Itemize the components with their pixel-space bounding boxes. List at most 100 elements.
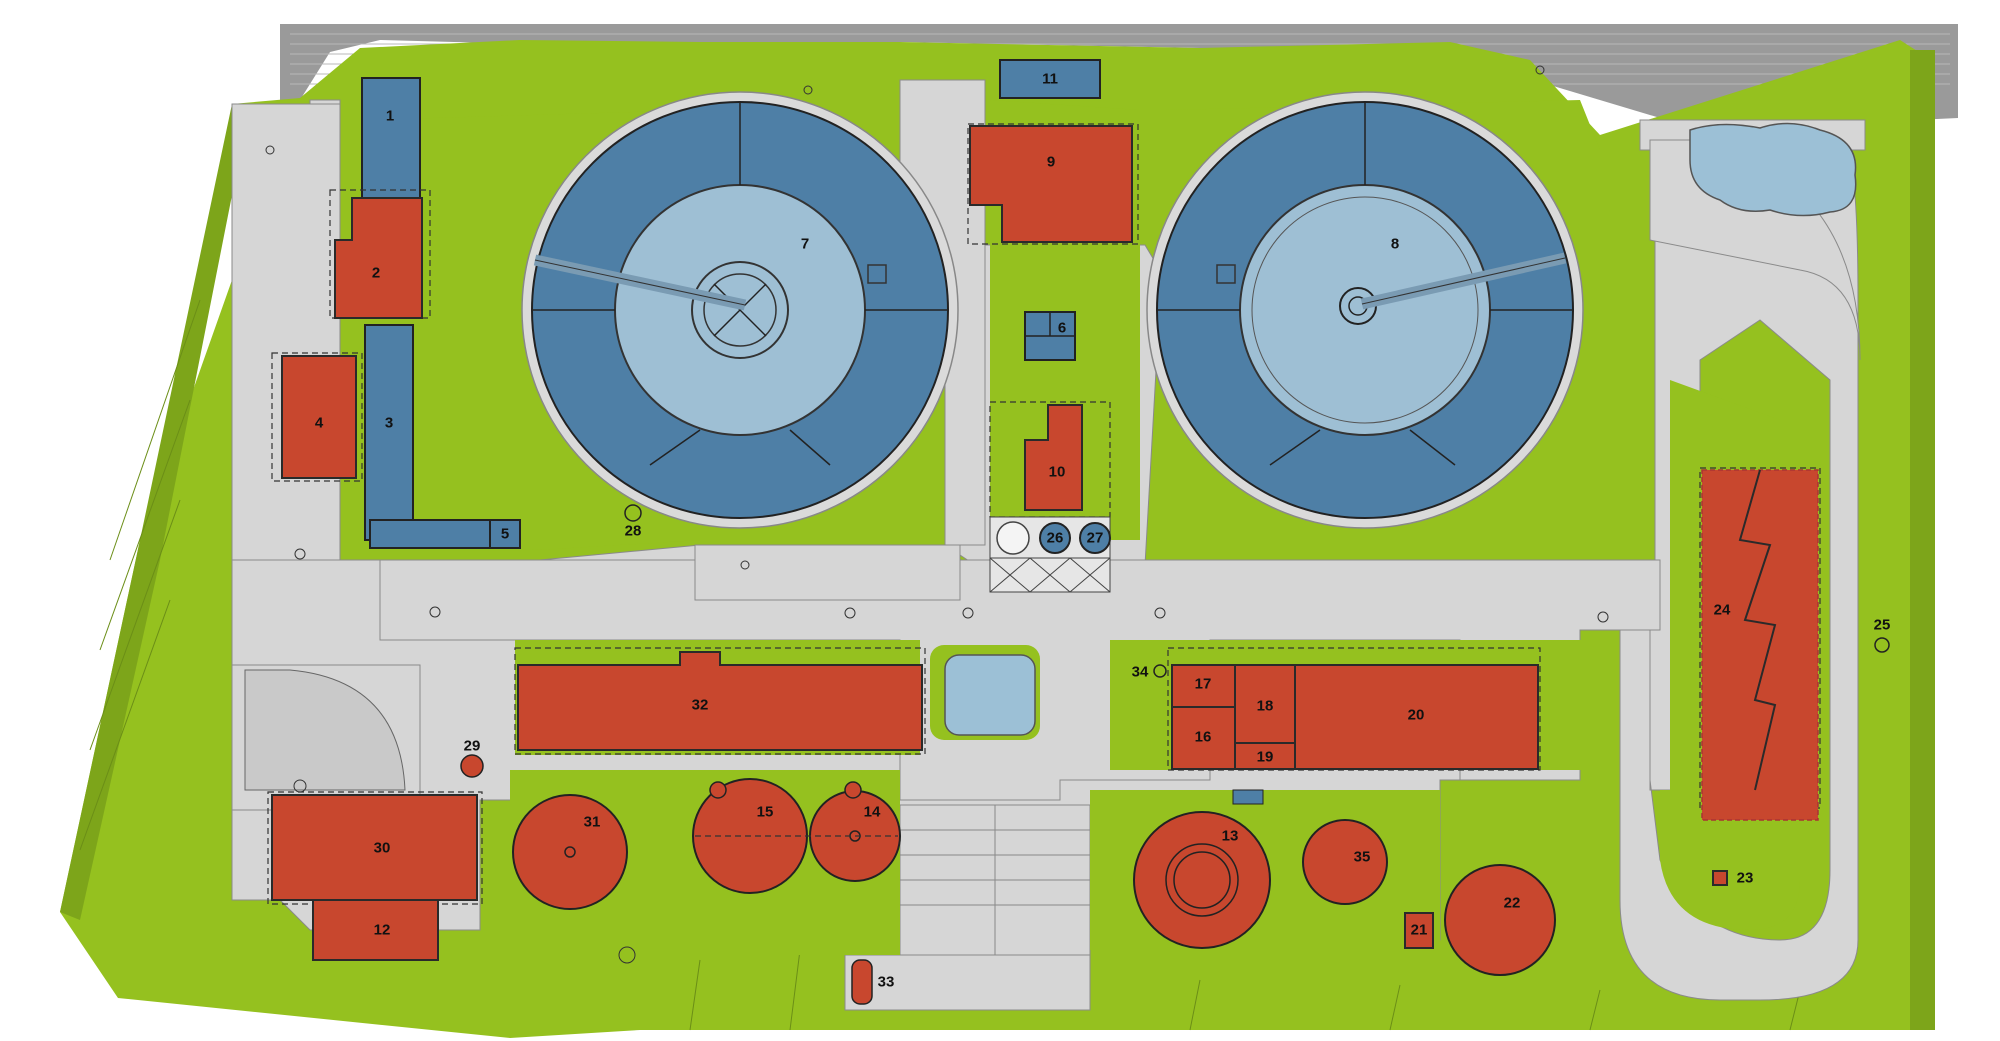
clarifier-7-hub-inner bbox=[703, 273, 777, 347]
boundary-strip bbox=[1910, 50, 1935, 1030]
clarifier-8-bridge-edge bbox=[1361, 257, 1566, 305]
tank-26[interactable] bbox=[1039, 522, 1071, 554]
label-26: 26 bbox=[1047, 530, 1064, 547]
label-6: 6 bbox=[1058, 320, 1066, 337]
label-20: 20 bbox=[1408, 707, 1425, 724]
tank-blank bbox=[996, 521, 1030, 555]
digester-31-hub bbox=[564, 846, 576, 858]
label-30: 30 bbox=[374, 840, 391, 857]
building-2[interactable] bbox=[334, 197, 423, 319]
clarifier-7-lines bbox=[532, 102, 948, 466]
label-19: 19 bbox=[1257, 749, 1274, 766]
building-4-outline bbox=[271, 352, 363, 482]
building-32-outline bbox=[514, 647, 926, 755]
label-18: 18 bbox=[1257, 698, 1274, 715]
building-24-roof-line bbox=[1738, 469, 1777, 791]
building-21[interactable] bbox=[1404, 912, 1434, 949]
clarifier-8-pump bbox=[1216, 264, 1236, 284]
road-33[interactable] bbox=[844, 954, 1091, 1011]
tank-29[interactable] bbox=[460, 754, 484, 778]
label-17: 17 bbox=[1195, 676, 1212, 693]
label-15: 15 bbox=[757, 804, 774, 821]
label-11: 11 bbox=[1042, 71, 1058, 88]
building-19[interactable] bbox=[1234, 742, 1296, 770]
label-3: 3 bbox=[385, 415, 393, 432]
label-31: 31 bbox=[584, 814, 601, 831]
building-24[interactable] bbox=[1701, 469, 1819, 821]
label-4: 4 bbox=[315, 415, 324, 432]
clarifier-8-lines bbox=[1157, 102, 1573, 466]
building-4[interactable] bbox=[281, 355, 357, 479]
equipment-13 bbox=[1232, 789, 1264, 805]
entrance-plaza[interactable] bbox=[231, 103, 341, 561]
boundary-hatching bbox=[79, 299, 1801, 1031]
label-16: 16 bbox=[1195, 729, 1212, 746]
label-32: 32 bbox=[692, 697, 709, 714]
label-1: 1 bbox=[386, 108, 394, 125]
label-35: 35 bbox=[1354, 849, 1371, 866]
tank-27[interactable] bbox=[1079, 522, 1111, 554]
digester-13-ring bbox=[1165, 843, 1239, 917]
tank-22[interactable] bbox=[1444, 864, 1556, 976]
label-21: 21 bbox=[1411, 922, 1428, 939]
grass-loop-23 bbox=[1660, 790, 1800, 930]
label-28: 28 bbox=[625, 523, 642, 540]
label-34: 34 bbox=[1132, 664, 1149, 681]
digester-31[interactable] bbox=[512, 794, 628, 910]
building-10[interactable] bbox=[1024, 404, 1083, 511]
pond-north-east[interactable] bbox=[1689, 122, 1857, 217]
building-12[interactable] bbox=[312, 899, 439, 961]
left-boundary-strip bbox=[60, 104, 250, 920]
digester-14-cap bbox=[844, 781, 862, 799]
basin-11[interactable] bbox=[999, 59, 1101, 99]
chem-area-crosses bbox=[989, 557, 1111, 593]
label-24: 24 bbox=[1714, 602, 1731, 619]
label-9: 9 bbox=[1047, 154, 1055, 171]
road-north-7[interactable] bbox=[694, 544, 961, 601]
clarifier-7-bridge-edge bbox=[534, 259, 746, 306]
channel-1[interactable] bbox=[361, 77, 421, 199]
tank-35[interactable] bbox=[1302, 819, 1388, 905]
label-22: 22 bbox=[1504, 895, 1521, 912]
tank-5[interactable] bbox=[489, 519, 521, 549]
clarifier-8-inner-ring bbox=[1251, 196, 1479, 424]
building-9-outline bbox=[967, 123, 1139, 245]
building-23[interactable] bbox=[1712, 870, 1728, 886]
building-9[interactable] bbox=[969, 125, 1133, 243]
label-2: 2 bbox=[372, 265, 380, 282]
manhole-25 bbox=[1874, 637, 1890, 653]
label-33: 33 bbox=[878, 974, 895, 991]
building-16[interactable] bbox=[1171, 706, 1236, 770]
label-5: 5 bbox=[501, 526, 509, 543]
tank-33[interactable] bbox=[851, 959, 873, 1005]
manhole-28 bbox=[624, 504, 642, 522]
digester-15-cap bbox=[709, 781, 727, 799]
building-32[interactable] bbox=[517, 651, 923, 751]
manholes bbox=[265, 65, 1609, 964]
pond-center[interactable] bbox=[944, 654, 1036, 736]
channel-3[interactable] bbox=[364, 324, 414, 541]
label-8: 8 bbox=[1391, 236, 1399, 253]
building-20[interactable] bbox=[1294, 664, 1539, 770]
clarifier-7-pump bbox=[867, 264, 887, 284]
clarifier-7-hub bbox=[691, 261, 789, 359]
label-13: 13 bbox=[1222, 828, 1239, 845]
label-25: 25 bbox=[1874, 617, 1891, 634]
parking-area bbox=[280, 24, 1958, 130]
digester-13[interactable] bbox=[1133, 811, 1271, 949]
quarter-circle-area bbox=[244, 669, 406, 791]
building-30[interactable] bbox=[271, 794, 478, 901]
label-7: 7 bbox=[801, 236, 809, 253]
label-14: 14 bbox=[864, 804, 881, 821]
label-23: 23 bbox=[1737, 870, 1754, 887]
label-12: 12 bbox=[374, 922, 391, 939]
manhole-34 bbox=[1153, 664, 1167, 678]
building-2-outline bbox=[329, 189, 431, 319]
label-10: 10 bbox=[1049, 464, 1066, 481]
label-27: 27 bbox=[1087, 530, 1104, 547]
parking-lines bbox=[900, 805, 1090, 960]
label-29: 29 bbox=[464, 738, 481, 755]
digester-13-ring-inner bbox=[1173, 851, 1231, 909]
building-18[interactable] bbox=[1234, 664, 1296, 744]
